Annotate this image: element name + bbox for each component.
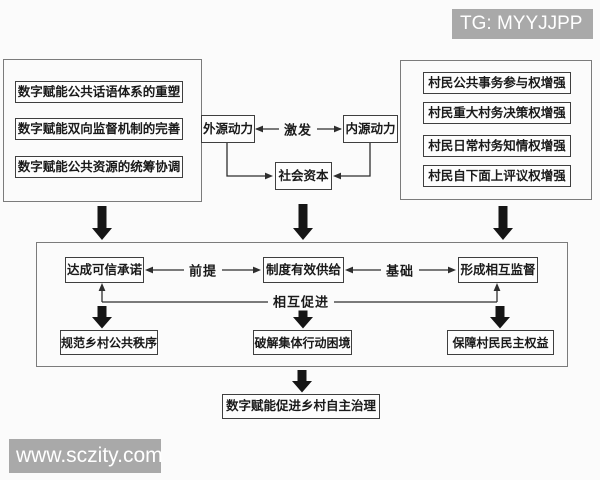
stimulate-arrowhead-left xyxy=(255,125,263,133)
mutual-arrowhead-right-up xyxy=(493,283,501,291)
stimulate-label: 激发 xyxy=(278,119,318,139)
middle-group-container xyxy=(36,242,568,367)
arrow-social-to-middle xyxy=(293,204,313,240)
node-credible-commitment: 达成可信承诺 xyxy=(65,257,144,283)
stimulate-arrowhead-right xyxy=(334,125,342,133)
mutual-promotion-label: 相互促进 xyxy=(267,291,335,311)
premise-arrowhead-right xyxy=(253,266,261,274)
premise-arrowhead-left xyxy=(145,266,153,274)
left-item-discourse: 数字赋能公共话语体系的重塑 xyxy=(15,81,183,103)
watermark-telegram: TG: MYYJJPP xyxy=(452,9,593,39)
external-to-social-line xyxy=(226,143,267,177)
right-group-container xyxy=(400,60,592,200)
foundation-arrowhead-right xyxy=(448,266,456,274)
node-external-power: 外源动力 xyxy=(201,115,255,143)
arrow-left-group-to-middle xyxy=(92,206,112,240)
node-action-dilemma: 破解集体行动困境 xyxy=(253,330,352,355)
right-item-appraisal: 村民自下面上评议权增强 xyxy=(423,165,571,187)
right-item-decision: 村民重大村务决策权增强 xyxy=(423,102,571,124)
right-item-participation: 村民公共事务参与权增强 xyxy=(423,72,571,94)
mutual-arrowhead-left-up xyxy=(98,283,106,291)
arrow-institution-to-dilemma xyxy=(293,308,313,329)
node-public-order: 规范乡村公共秩序 xyxy=(60,330,158,355)
node-democratic-rights: 保障村民民主权益 xyxy=(447,330,554,355)
arrow-supervision-to-rights xyxy=(490,306,510,329)
premise-label: 前提 xyxy=(183,260,223,280)
left-item-supervision-mechanism: 数字赋能双向监督机制的完善 xyxy=(15,118,183,140)
watermark-website: www.sczity.com xyxy=(9,439,163,473)
node-institution-supply: 制度有效供给 xyxy=(263,257,344,283)
arrow-commitment-to-order xyxy=(92,306,112,329)
node-mutual-supervision: 形成相互监督 xyxy=(458,257,538,283)
foundation-label: 基础 xyxy=(380,260,420,280)
arrow-right-group-to-middle xyxy=(493,206,513,240)
external-to-social-arrowhead xyxy=(265,172,273,180)
right-item-information: 村民日常村务知情权增强 xyxy=(423,135,571,157)
foundation-arrowhead-left xyxy=(345,266,353,274)
internal-to-social-arrowhead xyxy=(333,172,341,180)
left-item-resource-coordination: 数字赋能公共资源的统筹协调 xyxy=(15,156,183,178)
arrow-middle-to-result xyxy=(292,370,312,393)
node-result: 数字赋能促进乡村自主治理 xyxy=(222,394,380,419)
node-social-capital: 社会资本 xyxy=(275,162,332,190)
node-internal-power: 内源动力 xyxy=(343,115,398,143)
internal-to-social-line xyxy=(339,143,371,177)
